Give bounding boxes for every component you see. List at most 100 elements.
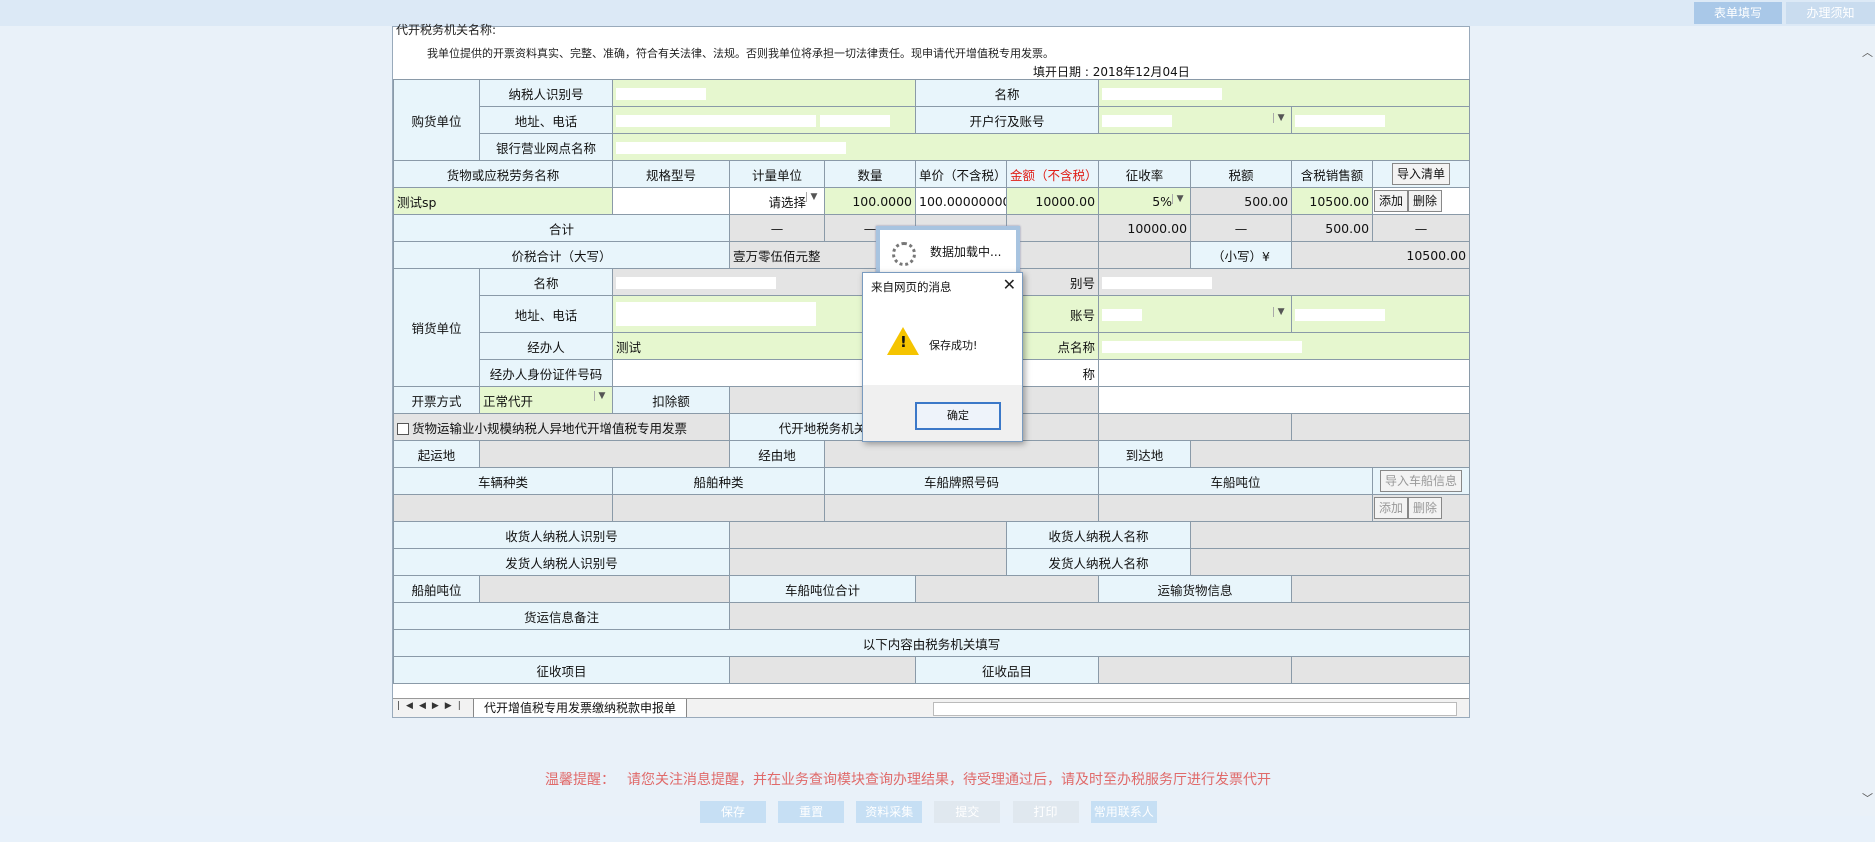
goods-total-input[interactable]: 10500.00 bbox=[1291, 187, 1374, 215]
goods-col-unit: 计量单位 bbox=[729, 160, 825, 188]
goods-rate-select[interactable]: ▼5% bbox=[1098, 187, 1192, 215]
dest-label: 到达地 bbox=[1098, 440, 1192, 468]
goods-col-total: 含税销售额 bbox=[1291, 160, 1374, 188]
sheet-tab-declaration[interactable]: 代开增值税专用发票缴纳税款申报单 bbox=[473, 699, 688, 717]
sum-tax: 500.00 bbox=[1291, 214, 1374, 242]
chevron-down-icon[interactable]: ▼ bbox=[1172, 193, 1187, 204]
tab-form-fill[interactable]: 表单填写 bbox=[1694, 2, 1782, 24]
seller-addr-label: 地址、电话 bbox=[479, 295, 613, 333]
goods-amount-input[interactable]: 10000.00 bbox=[1006, 187, 1100, 215]
transport-checkbox-row[interactable]: 货物运输业小规模纳税人异地代开增值税专用发票 bbox=[393, 413, 730, 441]
goods-col-qty: 数量 bbox=[823, 160, 917, 188]
chevron-down-icon[interactable]: ▼ bbox=[806, 191, 821, 202]
cargo-info-label: 运输货物信息 bbox=[1098, 575, 1293, 603]
levy-item-label: 征收项目 bbox=[393, 656, 730, 684]
seller-account-input[interactable] bbox=[1291, 295, 1471, 333]
buyer-branch-input[interactable] bbox=[611, 133, 1471, 161]
billing-method-select[interactable]: ▼正常代开 bbox=[479, 386, 613, 414]
horizontal-scrollbar[interactable] bbox=[933, 702, 1457, 716]
ok-button[interactable]: 确定 bbox=[915, 402, 1001, 430]
goods-spec-input[interactable] bbox=[612, 187, 730, 215]
buyer-branch-label: 银行营业网点名称 bbox=[479, 133, 613, 161]
contacts-button[interactable]: 常用联系人 bbox=[1090, 801, 1157, 823]
import-list-button[interactable]: 导入清单 bbox=[1372, 160, 1471, 188]
dest-input[interactable] bbox=[1190, 440, 1471, 468]
sender-id-input[interactable] bbox=[728, 548, 1008, 576]
sender-id-label: 发货人纳税人识别号 bbox=[393, 548, 730, 576]
cargo-info-input[interactable] bbox=[1291, 575, 1471, 603]
goods-name-input[interactable]: 测试sp bbox=[393, 187, 613, 215]
buyer-addr-input[interactable] bbox=[611, 106, 917, 134]
handler-id-label: 经办人身份证件号码 bbox=[479, 359, 613, 387]
collect-data-button[interactable]: 资料采集 bbox=[856, 801, 923, 823]
delete-row-button[interactable]: 删除 bbox=[1408, 190, 1443, 212]
sender-name-label: 发货人纳税人名称 bbox=[1006, 548, 1192, 576]
goods-price-input[interactable]: 100.00000000 bbox=[915, 187, 1008, 215]
reset-button[interactable]: 重置 bbox=[778, 801, 845, 823]
delete-vessel-button[interactable]: 删除 bbox=[1408, 497, 1443, 519]
goods-col-rate: 征收率 bbox=[1098, 160, 1192, 188]
levy-item-value bbox=[728, 656, 917, 684]
remark-label: 货运信息备注 bbox=[393, 602, 730, 630]
save-button[interactable]: 保存 bbox=[700, 801, 766, 823]
submit-button[interactable]: 提交 bbox=[934, 801, 1001, 823]
goods-unit-select[interactable]: ▼请选择 bbox=[729, 187, 825, 215]
ship-type-input[interactable] bbox=[612, 494, 825, 522]
scroll-down-icon[interactable]: ﹀ bbox=[1862, 792, 1873, 805]
buyer-account-input[interactable] bbox=[1291, 106, 1471, 134]
seller-taxid-value bbox=[1098, 268, 1471, 296]
receiver-id-input[interactable] bbox=[728, 521, 1008, 549]
buyer-bank-select[interactable]: ▼ bbox=[1098, 106, 1293, 134]
origin-label: 起运地 bbox=[393, 440, 480, 468]
tab-instructions[interactable]: 办理须知 bbox=[1786, 2, 1875, 24]
via-input[interactable] bbox=[823, 440, 1100, 468]
remark-input[interactable] bbox=[728, 602, 1471, 630]
buyer-bank-label: 开户行及账号 bbox=[915, 106, 1100, 134]
handler-label: 经办人 bbox=[479, 332, 613, 360]
chevron-down-icon[interactable]: ▼ bbox=[1273, 306, 1288, 317]
billing-method-label: 开票方式 bbox=[393, 386, 480, 414]
ship-tonnage-input[interactable] bbox=[479, 575, 730, 603]
import-vessel-button[interactable]: 导入车船信息 bbox=[1380, 470, 1463, 492]
add-row-button[interactable]: 添加 bbox=[1374, 190, 1409, 212]
table-row: 测试sp ▼请选择 100.0000 100.00000000 10000.00… bbox=[393, 187, 1471, 215]
buyer-section-label: 购货单位 bbox=[393, 79, 480, 161]
sum-total: — bbox=[1372, 214, 1471, 242]
deduct-label: 扣除额 bbox=[612, 386, 730, 414]
sum-label: 合计 bbox=[393, 214, 730, 242]
dialog-message: 保存成功! bbox=[929, 339, 978, 352]
agency-label: 代开税务机关名称: bbox=[396, 23, 497, 37]
seller-bank-select[interactable]: ▼ bbox=[1098, 295, 1293, 333]
billing-extra-input[interactable] bbox=[1098, 386, 1471, 414]
warning-icon: ! bbox=[887, 327, 919, 355]
chevron-down-icon[interactable]: ▼ bbox=[1273, 112, 1288, 123]
tonnage-total-input[interactable] bbox=[915, 575, 1100, 603]
goods-col-price: 单价（不含税） bbox=[915, 160, 1008, 188]
origin-input[interactable] bbox=[479, 440, 730, 468]
vehicle-type-input[interactable] bbox=[393, 494, 613, 522]
chevron-down-icon[interactable]: ▼ bbox=[594, 390, 609, 401]
receiver-name-label: 收货人纳税人名称 bbox=[1006, 521, 1192, 549]
receiver-name-input[interactable] bbox=[1190, 521, 1471, 549]
declaration-text: 我单位提供的开票资料真实、完整、准确，符合有关法律、法规。否则我单位将承担一切法… bbox=[427, 47, 1054, 60]
buyer-name-input[interactable] bbox=[1098, 79, 1471, 107]
plate-no-input[interactable] bbox=[823, 494, 1100, 522]
plate-no-label: 车船牌照号码 bbox=[823, 467, 1100, 495]
vertical-scrollbar[interactable]: ︿ ﹀ bbox=[1860, 26, 1875, 816]
scroll-up-icon[interactable]: ︿ bbox=[1862, 46, 1873, 59]
sender-name-input[interactable] bbox=[1190, 548, 1471, 576]
seller-partial-input[interactable] bbox=[1098, 359, 1471, 387]
buyer-taxid-input[interactable] bbox=[611, 79, 917, 107]
reminder-text: 温馨提醒：请您关注消息提醒，并在业务查询模块查询办理结果，待受理通过后，请及时至… bbox=[545, 772, 1271, 788]
sheet-nav-arrows-icon[interactable]: |◀◀▶▶| bbox=[397, 701, 467, 711]
goods-qty-input[interactable]: 100.0000 bbox=[823, 187, 917, 215]
ship-tonnage-label: 船舶吨位 bbox=[393, 575, 480, 603]
tonnage-input[interactable] bbox=[1098, 494, 1374, 522]
close-icon[interactable]: ✕ bbox=[1002, 275, 1016, 294]
checkbox-icon[interactable] bbox=[397, 423, 409, 435]
vehicle-type-label: 车辆种类 bbox=[393, 467, 613, 495]
add-vessel-button[interactable]: 添加 bbox=[1374, 497, 1409, 519]
seller-branch-input[interactable] bbox=[1098, 332, 1471, 360]
total-small-value: 10500.00 bbox=[1291, 241, 1471, 269]
print-button[interactable]: 打印 bbox=[1012, 801, 1079, 823]
